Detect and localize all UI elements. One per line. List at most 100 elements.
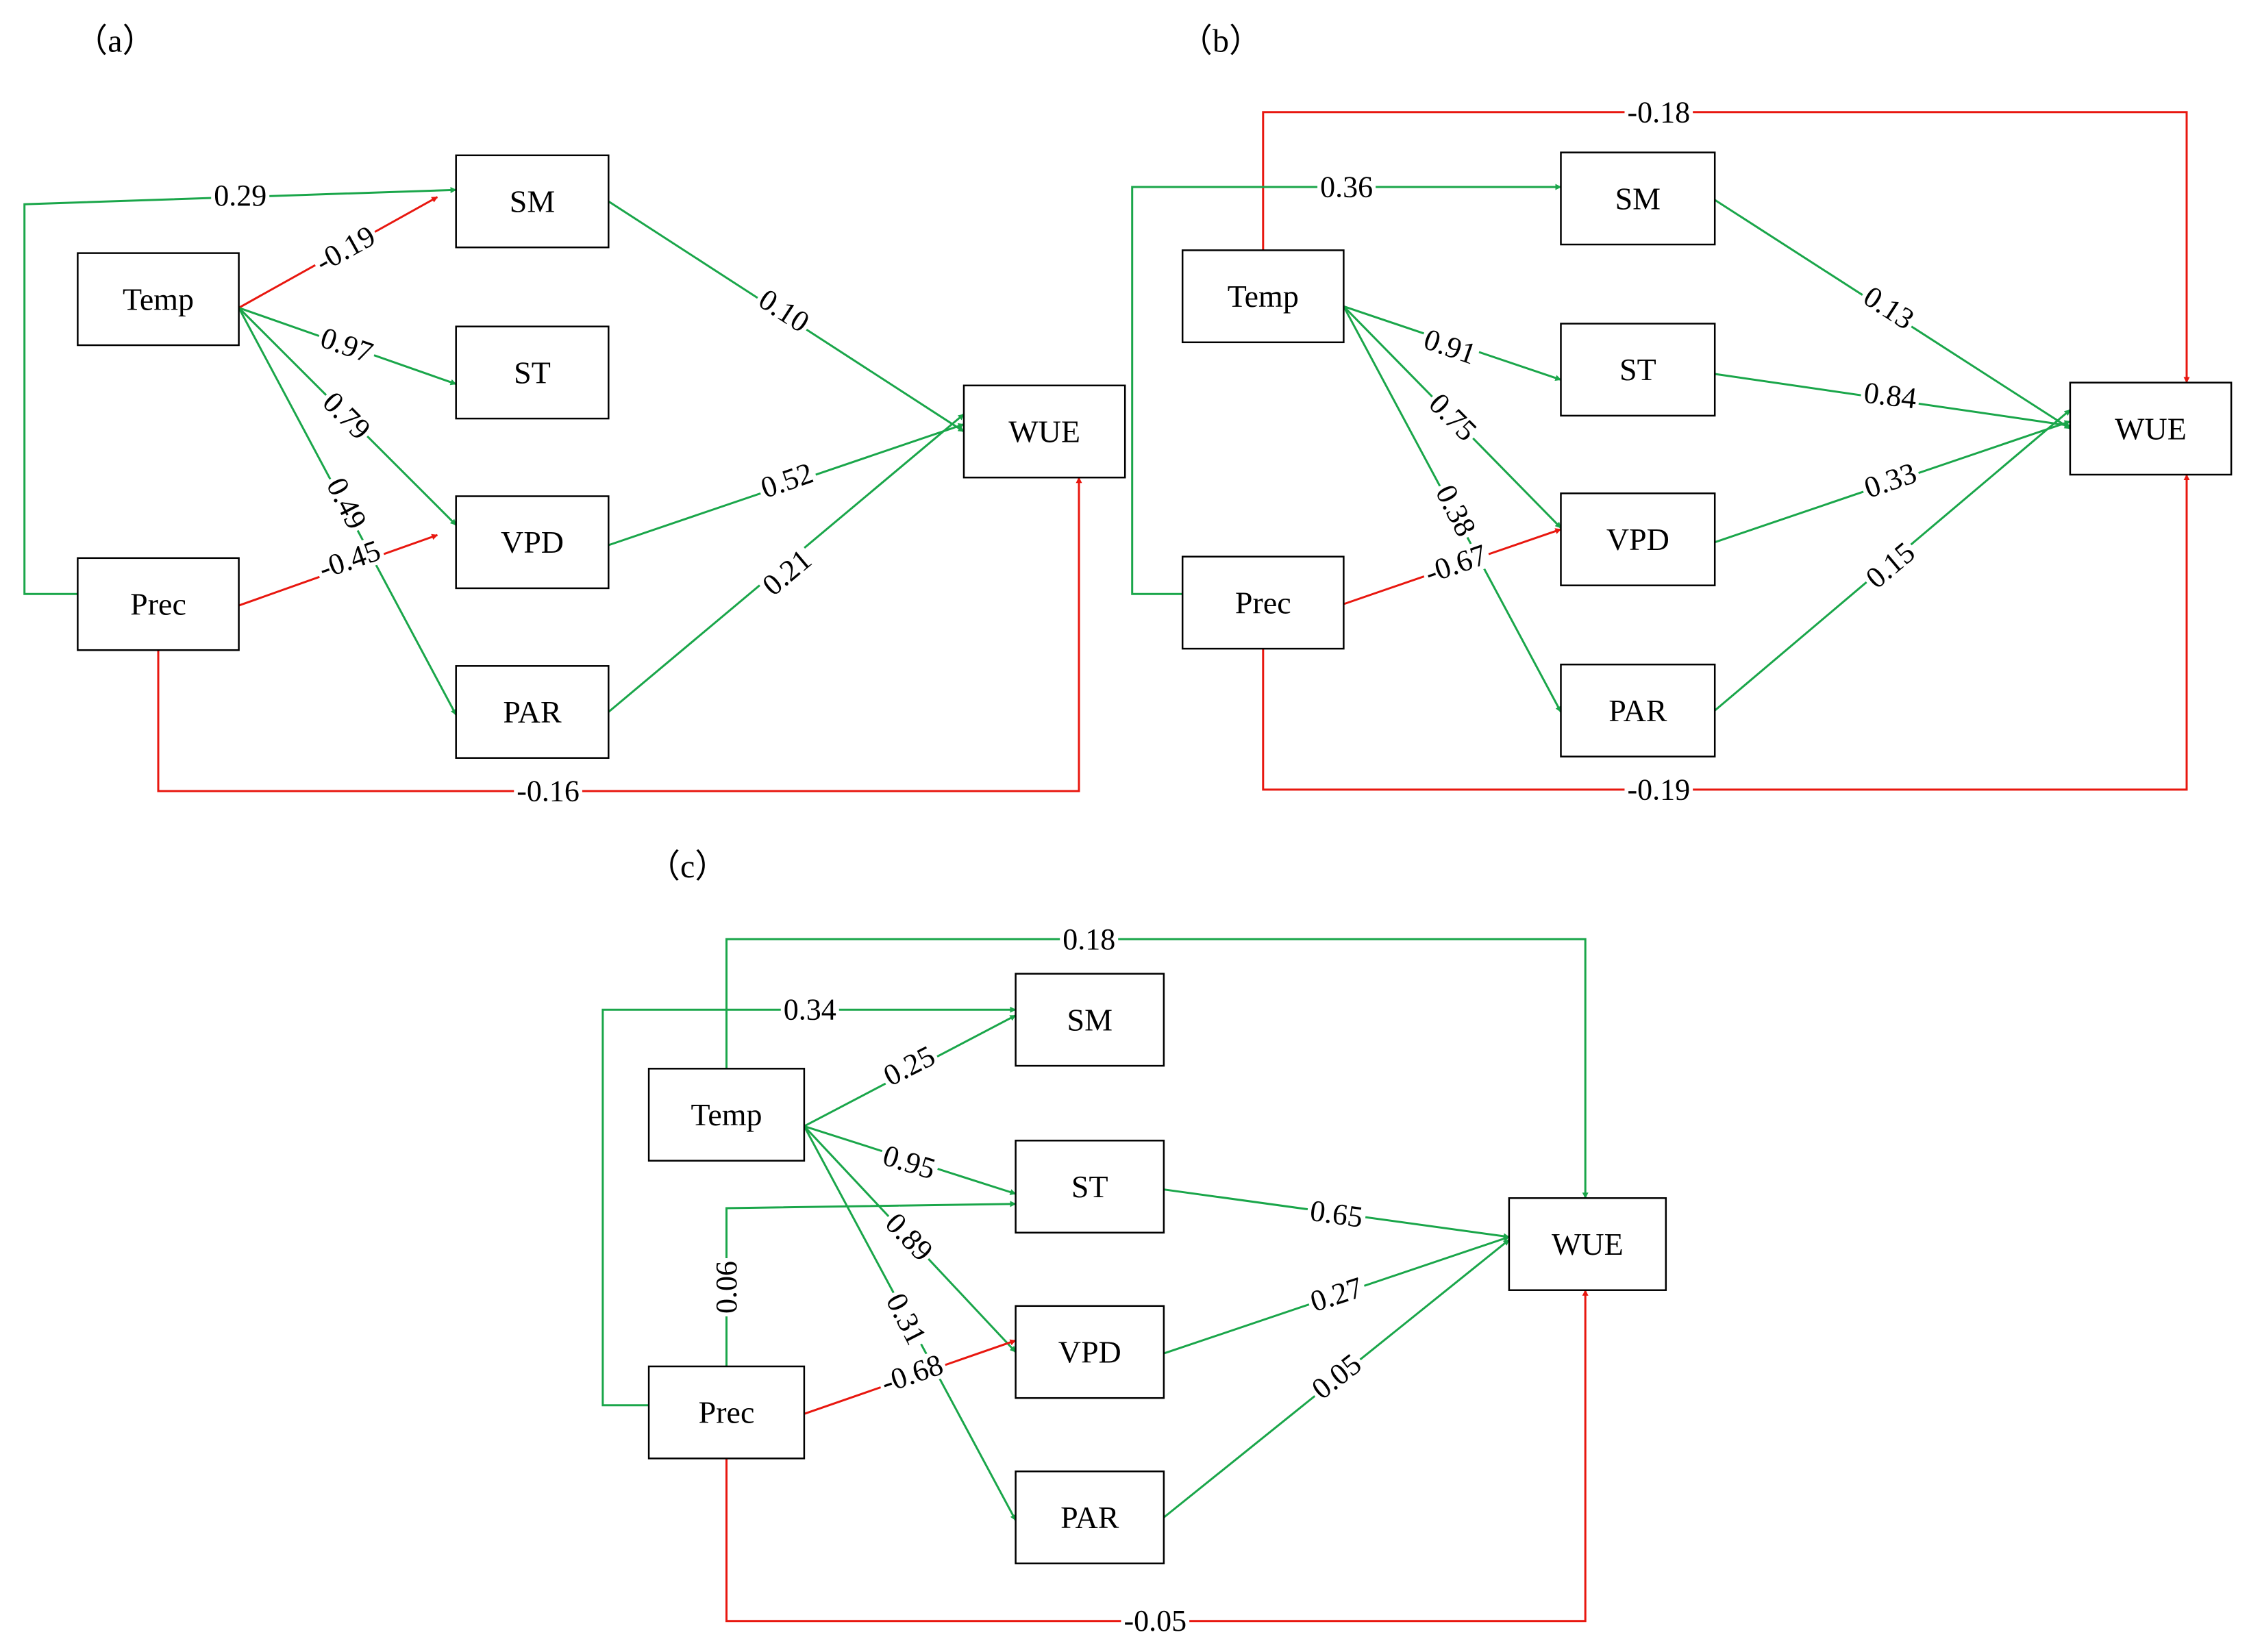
coefficient-value: -0.19 xyxy=(1627,773,1690,806)
coefficient-value: -0.18 xyxy=(1627,95,1690,129)
node-box-vpd xyxy=(1015,1305,1165,1399)
coefficient-label: 0.06 xyxy=(710,1258,743,1316)
coefficient-label: -0.05 xyxy=(1121,1604,1190,1638)
coefficient-label: -0.45 xyxy=(312,534,387,586)
node-box-temp xyxy=(647,1068,806,1162)
node-sm: SM xyxy=(1015,973,1165,1067)
coefficient-value: 0.95 xyxy=(879,1138,939,1186)
coefficient-label-background xyxy=(877,1140,941,1184)
coefficient-label-background xyxy=(1422,386,1484,448)
node-label-st: ST xyxy=(1619,352,1656,387)
coefficient-label-background xyxy=(1060,925,1119,953)
node-temp: Temp xyxy=(77,252,240,347)
coefficient-label: 0.29 xyxy=(211,179,270,212)
node-box-temp xyxy=(1181,249,1345,344)
coefficient-label: 0.34 xyxy=(780,993,839,1027)
coefficient-label-background xyxy=(1624,98,1693,127)
node-box-st xyxy=(455,325,610,420)
coefficient-label-background xyxy=(1858,458,1923,503)
panel-label-c: （c） xyxy=(647,849,728,885)
node-box-st xyxy=(1015,1140,1165,1234)
coefficient-value: 0.29 xyxy=(214,179,266,212)
coefficient-label-background xyxy=(755,542,819,602)
coefficient-label: -0.18 xyxy=(1624,95,1693,129)
node-prec: Prec xyxy=(1181,555,1345,650)
coefficient-label-background xyxy=(321,471,373,536)
coefficient-label: -0.19 xyxy=(308,219,382,279)
node-label-par: PAR xyxy=(503,694,562,729)
node-label-st: ST xyxy=(514,355,551,390)
coefficient-label: 0.13 xyxy=(1856,279,1922,336)
node-box-wue xyxy=(962,384,1126,479)
arrow-temp-to-wue xyxy=(1262,111,2190,384)
panel-label-b: （b） xyxy=(1180,23,1262,60)
panel-c: （c）TempPrecSMSTVPDPARWUE0.180.340.250.95… xyxy=(601,849,1667,1638)
arrow-prec-to-wue xyxy=(157,477,1082,792)
coefficient-value: 0.06 xyxy=(710,1261,743,1314)
coefficient-label: 0.33 xyxy=(1858,456,1923,505)
node-box-wue xyxy=(2069,381,2233,476)
coefficient-label: 0.25 xyxy=(877,1039,942,1092)
coefficient-label: 0.21 xyxy=(755,542,819,602)
node-box-vpd xyxy=(455,495,610,590)
coefficient-label-background xyxy=(308,220,382,278)
node-label-temp: Temp xyxy=(1228,279,1299,314)
node-box-par xyxy=(455,665,610,759)
node-box-prec xyxy=(1181,555,1345,650)
arrow-temp-to-wue xyxy=(725,938,1589,1199)
node-label-vpd: VPD xyxy=(1606,522,1669,557)
coefficient-label: 0.65 xyxy=(1305,1194,1367,1234)
node-wue: WUE xyxy=(1508,1197,1667,1291)
coefficient-label: 0.38 xyxy=(1429,478,1483,543)
node-box-st xyxy=(1560,323,1716,417)
coefficient-label-background xyxy=(878,1206,940,1268)
coefficient-label-background xyxy=(1624,775,1693,804)
coefficient-label: 0.95 xyxy=(877,1138,941,1186)
coefficient-value: 0.52 xyxy=(756,456,817,505)
node-sm: SM xyxy=(455,154,610,249)
node-vpd: VPD xyxy=(455,495,610,590)
coefficient-value: 0.13 xyxy=(1858,279,1920,336)
coefficient-label: 0.91 xyxy=(1417,322,1482,371)
coefficient-label-background xyxy=(880,1286,932,1351)
node-box-prec xyxy=(77,557,240,651)
coefficient-label-background xyxy=(754,458,819,503)
node-label-par: PAR xyxy=(1060,1500,1119,1535)
coefficient-label-background xyxy=(1419,539,1493,588)
coefficient-label: 0.27 xyxy=(1304,1271,1369,1318)
node-vpd: VPD xyxy=(1015,1305,1165,1399)
node-par: PAR xyxy=(1560,663,1716,758)
coefficient-label-background xyxy=(211,182,270,210)
panel-label-a: （a） xyxy=(75,23,155,60)
node-st: ST xyxy=(1015,1140,1165,1234)
node-st: ST xyxy=(1560,323,1716,417)
node-prec: Prec xyxy=(647,1365,806,1460)
coefficient-label-background xyxy=(312,535,387,584)
node-sm: SM xyxy=(1560,151,1716,246)
panel-b: （b）TempPrecSMSTVPDPARWUE-0.180.360.910.7… xyxy=(1131,23,2233,806)
coefficient-label-background xyxy=(1430,478,1482,543)
node-label-sm: SM xyxy=(1067,1002,1113,1037)
node-wue: WUE xyxy=(962,384,1126,479)
node-par: PAR xyxy=(1015,1470,1165,1564)
coefficient-value: -0.68 xyxy=(877,1347,947,1399)
node-box-sm xyxy=(1560,151,1716,246)
node-label-prec: Prec xyxy=(699,1395,755,1430)
coefficient-value: 0.18 xyxy=(1063,923,1115,956)
node-label-prec: Prec xyxy=(130,587,186,622)
coefficient-value: 0.33 xyxy=(1860,456,1921,505)
coefficient-value: -0.45 xyxy=(314,534,385,586)
coefficient-label: -0.19 xyxy=(1624,773,1693,806)
coefficient-value: 0.34 xyxy=(784,993,836,1027)
coefficient-value: 0.97 xyxy=(316,321,377,369)
node-label-sm: SM xyxy=(510,184,555,219)
coefficient-label-background xyxy=(1121,1607,1190,1636)
panel-a: （a）TempPrecSMSTVPDPARWUE0.29-0.190.970.7… xyxy=(23,23,1126,808)
node-wue: WUE xyxy=(2069,381,2233,476)
coefficient-label-background xyxy=(1304,1347,1369,1406)
coefficient-label: 0.84 xyxy=(1859,375,1922,416)
coefficient-label: 0.18 xyxy=(1060,923,1119,956)
coefficient-label: 0.49 xyxy=(320,471,373,536)
coefficient-label-background xyxy=(751,283,817,338)
